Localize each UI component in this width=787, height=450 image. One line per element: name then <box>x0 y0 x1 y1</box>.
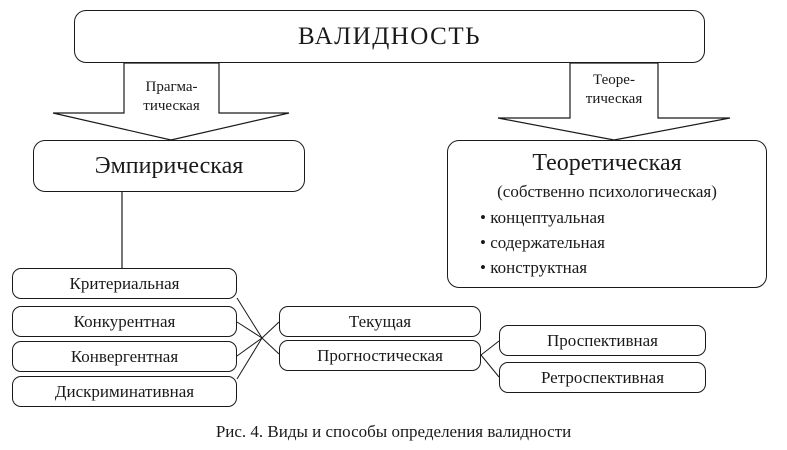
criterion-box: Дискриминативная <box>12 376 237 407</box>
pragmatic-line2: тическая <box>143 98 200 114</box>
figure-caption: Рис. 4. Виды и способы определения валид… <box>215 422 572 441</box>
criterion-box: Критериальная <box>12 268 237 299</box>
pragmatic-arrow-label: Прагма- тическая <box>124 78 219 116</box>
theoretical-arrow <box>497 62 731 141</box>
theoretical-list: • концептуальная • содержательная • конс… <box>448 205 766 280</box>
empirical-box: Эмпирическая <box>33 140 305 192</box>
theoretical-item: • конструктная <box>480 258 588 277</box>
theoretical-item: • содержательная <box>480 233 605 252</box>
theoretical-box: Теоретическая (собственно психологическа… <box>447 140 767 288</box>
criterion-label: Критериальная <box>69 273 180 293</box>
theoretical-line2: тическая <box>585 91 643 107</box>
criterion-label: Конвергентная <box>70 346 179 366</box>
theoretical-item: • концептуальная <box>480 208 605 227</box>
time-connector-line <box>261 337 280 355</box>
criterion-label: Дискриминативная <box>54 381 195 401</box>
retrospective-box: Ретроспективная <box>499 362 706 393</box>
prognostic-box: Прогностическая <box>279 340 481 371</box>
prospective-box: Проспективная <box>499 325 706 356</box>
current-label: Текущая <box>348 311 412 331</box>
pragmatic-line1: Прагма- <box>145 79 198 95</box>
criteria-connector-line <box>236 297 263 339</box>
current-box: Текущая <box>279 306 481 337</box>
prospective-label: Проспективная <box>547 330 658 350</box>
root-box: ВАЛИДНОСТЬ <box>74 10 705 63</box>
criterion-box: Конкурентная <box>12 306 237 337</box>
empirical-label: Эмпирическая <box>94 152 244 179</box>
criteria-connector-line <box>236 337 263 357</box>
criterion-label: Конкурентная <box>73 311 176 331</box>
criterion-box: Конвергентная <box>12 341 237 372</box>
prognostic-label: Прогностическая <box>317 345 443 365</box>
criteria-connector-line <box>236 337 263 380</box>
theoretical-arrow-label: Теоре- тическая <box>570 71 658 109</box>
prognostic-connector-line <box>480 354 500 378</box>
retrospective-label: Ретроспективная <box>540 367 665 387</box>
root-label: ВАЛИДНОСТЬ <box>298 22 481 50</box>
theoretical-subtitle: (собственно психологическая) <box>497 182 717 201</box>
prognostic-connector-line <box>480 340 500 356</box>
time-connector-line <box>261 321 280 339</box>
pragmatic-arrow <box>52 62 290 141</box>
theoretical-title: Теоретическая <box>532 150 682 176</box>
criteria-connector-line <box>236 321 263 339</box>
theoretical-line1: Теоре- <box>593 72 635 88</box>
